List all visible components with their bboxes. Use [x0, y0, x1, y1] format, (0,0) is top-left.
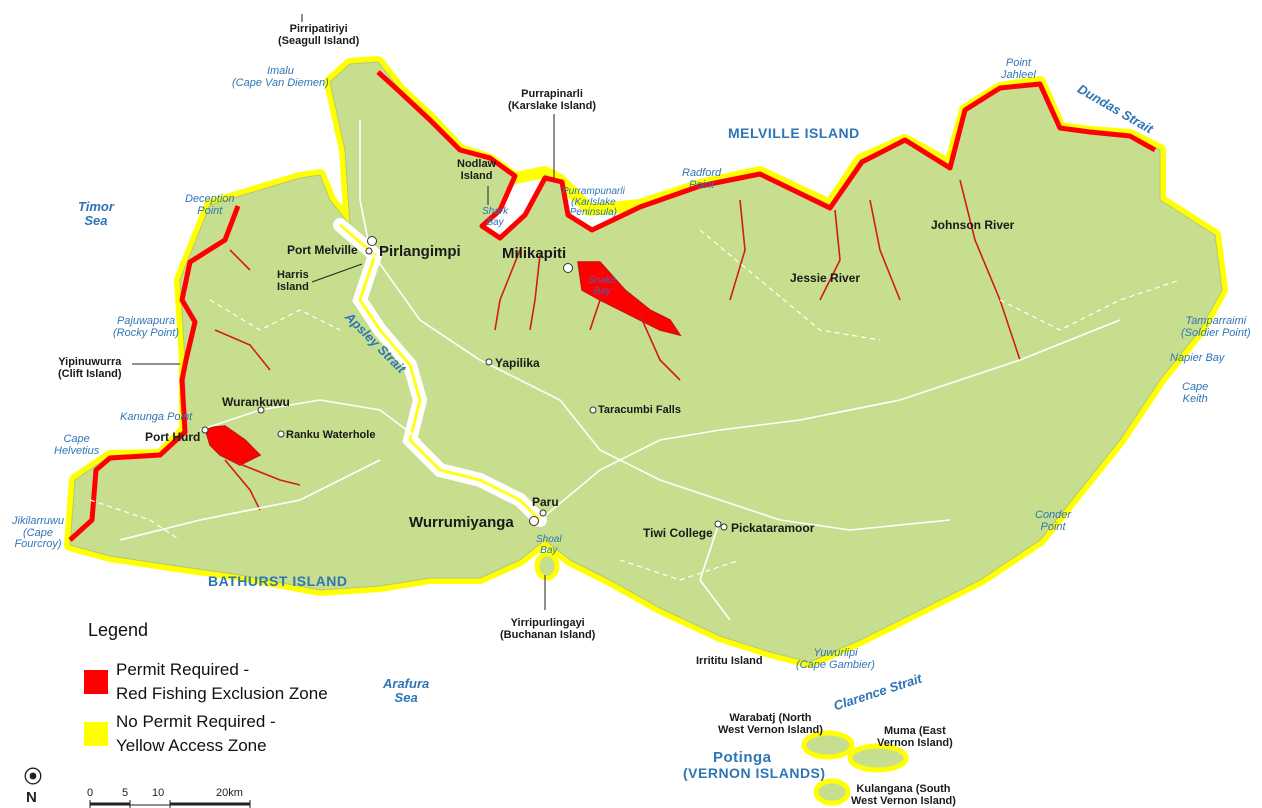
legend-item-permit: Permit Required - Red Fishing Exclusion … [84, 658, 328, 706]
yapilika-label: Yapilika [495, 356, 540, 370]
wurankuwu-label: Wurankuwu [222, 395, 290, 409]
taracumbi-falls-label: Taracumbi Falls [598, 404, 681, 416]
town-markers [201, 236, 728, 531]
wurrumiyanga-label: Wurrumiyanga [409, 514, 514, 531]
tiwi-college-label: Tiwi College [643, 526, 713, 540]
permit-swatch [84, 670, 108, 694]
north-label: N [26, 789, 37, 806]
port-hurd-label: Port Hurd [145, 430, 201, 444]
pajuwapura-label: Pajuwapura(Rocky Point) [113, 315, 180, 339]
leader-lines [132, 14, 555, 610]
pickataramoor-label: Pickataramoor [731, 521, 815, 535]
vernon-islands-label: (VERNON ISLANDS) [683, 765, 826, 781]
bathurst-island-label: BATHURST ISLAND [208, 573, 348, 589]
yirripurlingayi-label: Yirripurlingayi(Buchanan Island) [500, 617, 596, 641]
pirlangimpi-label: Pirlangimpi [379, 243, 461, 260]
scale-tick-0: 0 [87, 787, 94, 799]
paru-label: Paru [532, 495, 559, 509]
imalu-label: Imalu(Cape Van Diemen) [232, 65, 329, 89]
roads [119, 120, 1121, 621]
red-river-branches [214, 179, 1021, 511]
apsley-strait-edge [339, 223, 542, 522]
legend-title: Legend [88, 620, 149, 640]
pirripatiriyi-label: Pirripatiriyi(Seagull Island) [278, 23, 360, 47]
permit-zone-coast [68, 70, 1157, 542]
scale-bar [89, 800, 251, 808]
permit-zone-rivers [204, 261, 682, 466]
access-swatch [84, 722, 108, 746]
kanunga-point-label: Kanunga Point [120, 411, 193, 423]
melville-island-label: MELVILLE ISLAND [728, 125, 860, 141]
yuwurlipi-label: Yuwurlipi(Cape Gambier) [796, 647, 875, 671]
ranku-waterhole-label: Ranku Waterhole [286, 429, 376, 441]
yipinuwurra-label: Yipinuwurra(Clift Island) [58, 356, 122, 380]
tracks [89, 229, 1181, 581]
milikapiti-label: Milikapiti [502, 245, 567, 262]
scale-tick-10: 10 [152, 787, 165, 799]
potinga-label: Potinga [713, 749, 772, 766]
scale-tick-20: 20km [216, 787, 243, 799]
bathurst-island [69, 61, 1223, 663]
north-arrow-icon: ⦿ [24, 767, 42, 787]
jessie-river-label: Jessie River [790, 271, 861, 285]
napier-bay-label: Napier Bay [1170, 352, 1225, 364]
purrapinarli-label: Purrapinarli(Karslake Island) [508, 88, 597, 112]
irrititu-island-label: Irrititu Island [696, 655, 763, 667]
tamparraimi-label: Tamparraimi(Soldier Point) [1181, 315, 1251, 339]
scale-tick-5: 5 [122, 787, 129, 799]
legend-permit-text: Permit Required - Red Fishing Exclusion … [116, 660, 328, 703]
port-melville-label: Port Melville [287, 243, 358, 257]
legend-item-access: No Permit Required - Yellow Access Zone [84, 710, 276, 758]
legend-access-text: No Permit Required - Yellow Access Zone [116, 712, 276, 755]
johnson-river-label: Johnson River [931, 218, 1015, 232]
vernon-access-rings [534, 551, 909, 806]
